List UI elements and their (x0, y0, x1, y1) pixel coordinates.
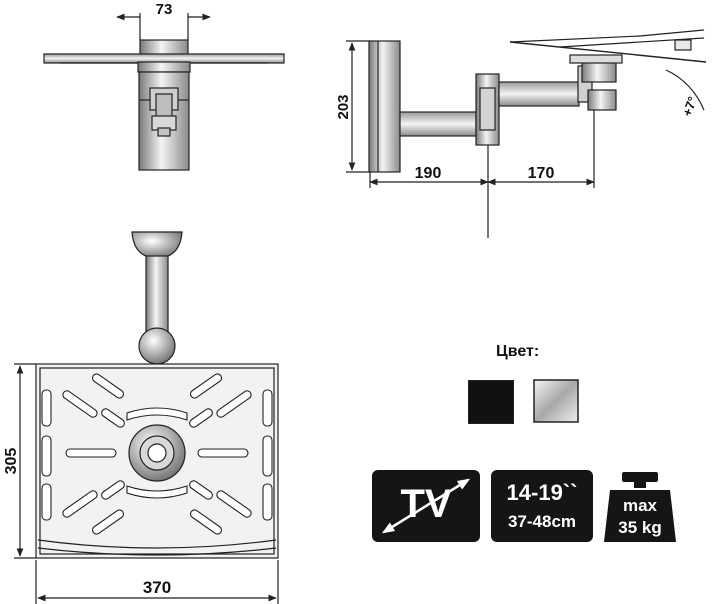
color-swatch-black (468, 380, 514, 424)
color-label: Цвет: (496, 343, 540, 360)
screen-size-badge: 14-19`` 37-48cm (491, 470, 593, 542)
dimension-plate-width: 370 (143, 578, 171, 597)
mounting-slots (41, 373, 273, 535)
max-weight-line1: max (622, 496, 658, 515)
max-weight-badge: max 35 kg (602, 470, 678, 544)
dimension-arm-segment-2: 170 (528, 165, 555, 182)
dimension-arm-segment-1: 190 (415, 165, 442, 182)
front-view-dimensions (14, 363, 279, 604)
weight-icon (604, 472, 676, 542)
color-swatch-silver (533, 379, 579, 423)
diagonal-arrow-icon (381, 478, 471, 534)
dimension-top-width: 73 (156, 1, 173, 18)
side-view (346, 29, 707, 238)
dimension-plate-height: 305 (3, 448, 20, 475)
tv-badge: TV (372, 470, 480, 542)
max-weight-line2: 35 kg (618, 518, 662, 537)
top-view (43, 13, 285, 171)
screen-size-cm: 37-48cm (507, 512, 577, 531)
screen-size-inches: 14-19`` (506, 480, 578, 505)
dimension-tilt: +7° (679, 94, 700, 118)
tv-badge-label: TV (400, 482, 452, 526)
dimension-arm-height: 203 (335, 94, 352, 119)
